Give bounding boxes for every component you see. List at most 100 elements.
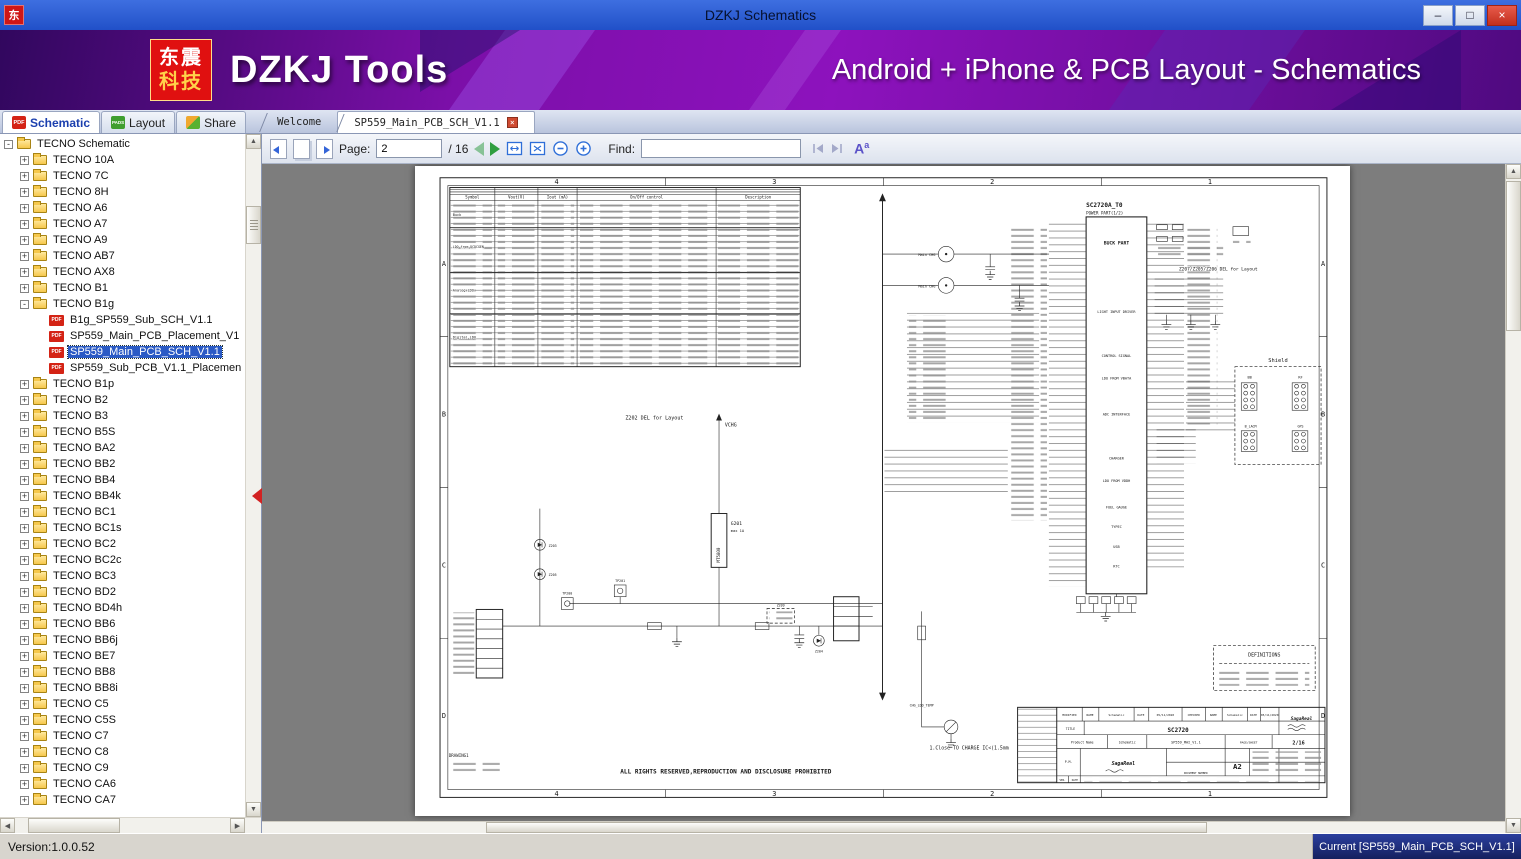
single-page-icon[interactable] [270,138,287,159]
document-vertical-scrollbar[interactable]: ▲ ▼ [1505,164,1521,833]
expander-icon[interactable]: + [20,762,29,773]
fit-page-icon[interactable] [529,140,546,157]
tree-item-folder[interactable]: +TECNO 10A [0,152,244,168]
tree-item-folder[interactable]: +TECNO AB7 [0,248,244,264]
tree-item-folder[interactable]: +TECNO BC1s [0,520,244,536]
scroll-down-icon[interactable]: ▼ [246,802,261,817]
expander-icon[interactable]: + [20,490,29,501]
tree-item-folder[interactable]: +TECNO C7 [0,728,244,744]
page-number-input[interactable] [376,139,443,158]
tree-item-folder[interactable]: +TECNO BE7 [0,648,244,664]
expander-icon[interactable]: + [20,266,29,277]
expander-icon[interactable]: + [20,234,29,245]
tree-item-folder[interactable]: +TECNO AX8 [0,264,244,280]
expander-icon[interactable]: + [20,186,29,197]
tree-item-folder[interactable]: +TECNO C5S [0,712,244,728]
sidebar-horizontal-scrollbar[interactable]: ◀ ▶ [0,817,261,833]
zoom-out-icon[interactable] [552,140,569,157]
close-tab-icon[interactable]: × [506,117,518,128]
expander-icon[interactable]: + [20,538,29,549]
previous-page-button[interactable] [474,141,485,156]
expander-icon[interactable]: + [20,218,29,229]
expander-icon[interactable]: + [20,506,29,517]
expander-icon[interactable]: + [20,650,29,661]
scroll-right-icon[interactable]: ▶ [230,818,245,833]
tree-item-folder[interactable]: +TECNO B5S [0,424,244,440]
tree-item-folder[interactable]: +TECNO BB6 [0,616,244,632]
expander-icon[interactable]: + [20,154,29,165]
expander-icon[interactable]: + [20,410,29,421]
expander-icon[interactable]: - [20,299,29,309]
scroll-down-icon[interactable]: ▼ [1506,818,1521,833]
splitter-collapse-arrow[interactable] [252,488,262,504]
tree-item-folder[interactable]: +TECNO 7C [0,168,244,184]
scrollbar-thumb[interactable] [1506,181,1521,331]
tree-item-folder[interactable]: +TECNO C9 [0,760,244,776]
tree-item-folder[interactable]: +TECNO A9 [0,232,244,248]
tree-item-folder[interactable]: +TECNO BC1 [0,504,244,520]
expander-icon[interactable]: + [20,570,29,581]
tree-item-folder[interactable]: +TECNO 8H [0,184,244,200]
tree-item-folder[interactable]: +TECNO CA6 [0,776,244,792]
tree-item-folder[interactable]: +TECNO B2 [0,392,244,408]
tree-item-folder[interactable]: +TECNO C5 [0,696,244,712]
tree-item-folder[interactable]: +TECNO CA7 [0,792,244,808]
document-horizontal-scrollbar[interactable] [262,821,1505,833]
tree-item-folder[interactable]: +TECNO BD2 [0,584,244,600]
tree-item-folder[interactable]: +TECNO C8 [0,744,244,760]
find-previous-icon[interactable] [811,142,826,155]
expander-icon[interactable]: - [4,139,13,149]
expander-icon[interactable]: + [20,666,29,677]
expander-icon[interactable]: + [20,634,29,645]
tree-item-folder[interactable]: +TECNO BC3 [0,568,244,584]
tree-item-folder[interactable]: -TECNO B1g [0,296,244,312]
tree-item-folder[interactable]: +TECNO BB2 [0,456,244,472]
scroll-up-icon[interactable]: ▲ [246,134,261,149]
tree-item-folder[interactable]: +TECNO BB8 [0,664,244,680]
tree-item-folder[interactable]: +TECNO BC2c [0,552,244,568]
match-case-icon[interactable]: Aa [854,140,869,157]
tree-item-folder[interactable]: +TECNO B3 [0,408,244,424]
expander-icon[interactable]: + [20,378,29,389]
expander-icon[interactable]: + [20,474,29,485]
expander-icon[interactable]: + [20,698,29,709]
scroll-up-icon[interactable]: ▲ [1506,164,1521,179]
scrollbar-thumb[interactable] [246,206,261,244]
tree-item-folder[interactable]: +TECNO BB4 [0,472,244,488]
find-input[interactable] [641,139,802,158]
expander-icon[interactable]: + [20,250,29,261]
expander-icon[interactable]: + [20,746,29,757]
tab-schematic[interactable]: PDF Schematic [2,111,101,133]
maximize-button[interactable]: □ [1455,4,1485,26]
expander-icon[interactable]: + [20,618,29,629]
expander-icon[interactable]: + [20,714,29,725]
expander-icon[interactable]: + [20,442,29,453]
expander-icon[interactable]: + [20,202,29,213]
tree-item-folder[interactable]: +TECNO BD4h [0,600,244,616]
tree-item-folder[interactable]: +TECNO BA2 [0,440,244,456]
tree-item-folder[interactable]: +TECNO BC2 [0,536,244,552]
tree-item-folder[interactable]: +TECNO BB8i [0,680,244,696]
close-button[interactable]: × [1487,4,1517,26]
expander-icon[interactable]: + [20,282,29,293]
expander-icon[interactable]: + [20,794,29,805]
fit-width-icon[interactable] [506,140,523,157]
expander-icon[interactable]: + [20,522,29,533]
expander-icon[interactable]: + [20,426,29,437]
doc-tab-welcome[interactable]: Welcome [261,111,337,133]
expander-icon[interactable]: + [20,554,29,565]
tree-item-folder[interactable]: +TECNO BB6j [0,632,244,648]
zoom-in-icon[interactable] [575,140,592,157]
expander-icon[interactable]: + [20,170,29,181]
expander-icon[interactable]: + [20,458,29,469]
expander-icon[interactable]: + [20,586,29,597]
tab-share[interactable]: Share [176,111,247,133]
tree-item-folder[interactable]: +TECNO B1 [0,280,244,296]
continuous-pages-icon[interactable] [316,138,333,159]
tree-item-folder[interactable]: +TECNO A6 [0,200,244,216]
expander-icon[interactable]: + [20,394,29,405]
expander-icon[interactable]: + [20,778,29,789]
